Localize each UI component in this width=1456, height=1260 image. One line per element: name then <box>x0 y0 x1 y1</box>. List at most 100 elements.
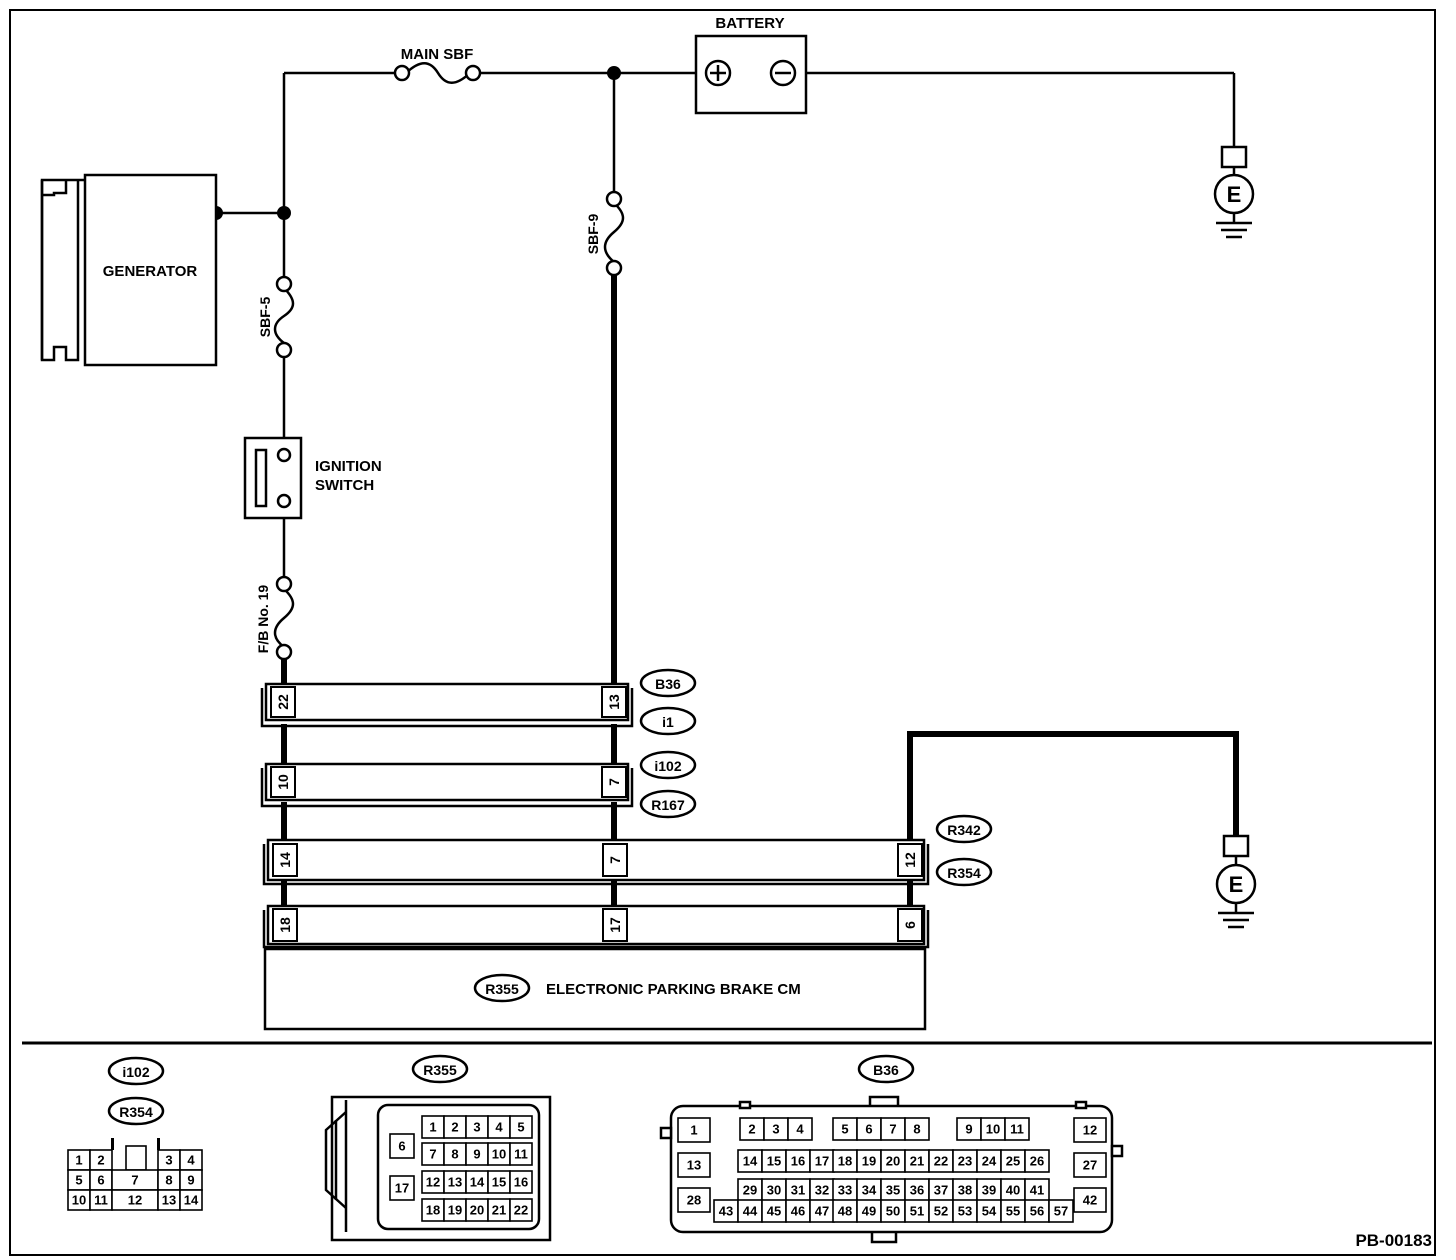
pin-cell <box>1073 1117 1107 1143</box>
pin-number: 21 <box>910 1154 924 1169</box>
pin-number: 39 <box>982 1183 996 1198</box>
pin-number: 34 <box>862 1183 877 1198</box>
pin-number: 28 <box>687 1193 701 1208</box>
pin-label: 13 <box>606 694 622 710</box>
epb-cm-label: ELECTRONIC PARKING BRAKE CM <box>546 981 801 998</box>
pin-label: 14 <box>277 852 293 868</box>
pin-number: 5 <box>75 1173 82 1188</box>
pin-number: 3 <box>165 1153 172 1168</box>
pin-number: 1 <box>690 1123 697 1138</box>
pin-label: 12 <box>902 852 918 868</box>
pin-cell <box>677 1187 711 1213</box>
pin-number: 48 <box>838 1204 852 1219</box>
pin-number: 6 <box>865 1122 872 1137</box>
electronic-parking-brake-cm <box>262 904 930 1031</box>
pin-number: 54 <box>982 1204 997 1219</box>
pin-number: 44 <box>743 1204 758 1219</box>
pin-number: 8 <box>451 1147 458 1162</box>
pin-number: 29 <box>743 1183 757 1198</box>
pin-number: 36 <box>910 1183 924 1198</box>
pin-label: 22 <box>275 694 291 710</box>
connector-id-r342: R342 <box>947 822 981 838</box>
pin-label: 6 <box>902 921 918 929</box>
ground-symbol-1 <box>1213 145 1255 239</box>
pin-number: 22 <box>514 1203 528 1218</box>
pin-number: 26 <box>1030 1154 1044 1169</box>
pin-number: 45 <box>767 1204 781 1219</box>
pin-number: 56 <box>1030 1204 1044 1219</box>
pin-number: 7 <box>889 1122 896 1137</box>
pin-label: 7 <box>607 856 623 864</box>
pin-number: 14 <box>743 1154 758 1169</box>
pin-number: 46 <box>791 1204 805 1219</box>
pin-number: 17 <box>815 1154 829 1169</box>
pin-number: 14 <box>470 1175 485 1190</box>
main-sbf-label: MAIN SBF <box>401 46 474 63</box>
pin-number: 12 <box>426 1175 440 1190</box>
fb19-fuse <box>273 575 295 661</box>
pin-number: 5 <box>841 1122 848 1137</box>
pin-number: 22 <box>934 1154 948 1169</box>
pin-number: 31 <box>791 1183 805 1198</box>
pin-cell <box>389 1133 415 1159</box>
pin-cell <box>787 1117 813 1141</box>
connector-b36-i1 <box>260 682 634 728</box>
pin-number: 33 <box>838 1183 852 1198</box>
pin-cell <box>677 1117 711 1143</box>
connector-id-b36: B36 <box>655 676 681 692</box>
pin-cell <box>509 1198 533 1222</box>
pin-cell <box>1048 1199 1074 1223</box>
pin-cell <box>677 1152 711 1178</box>
pin-number: 55 <box>1006 1204 1020 1219</box>
pin-cell <box>1073 1152 1107 1178</box>
pin-cell <box>179 1189 203 1211</box>
face-r355-title: R355 <box>423 1062 457 1078</box>
pin-number: 15 <box>492 1175 506 1190</box>
pin-number: 1 <box>429 1120 436 1135</box>
pin-number: 10 <box>72 1193 86 1208</box>
connector-id-r167: R167 <box>651 797 685 813</box>
pin-number: 13 <box>448 1175 462 1190</box>
pin-number: 7 <box>429 1147 436 1162</box>
pin-label: 7 <box>606 778 622 786</box>
pin-number: 30 <box>767 1183 781 1198</box>
main-sbf-fuse <box>393 62 482 84</box>
pin-number: 4 <box>187 1153 195 1168</box>
pin-number: 7 <box>131 1173 138 1188</box>
connector-id-ovals <box>473 668 993 1003</box>
sbf9-label: SBF-9 <box>585 214 601 255</box>
ground-symbol-2 <box>1215 834 1257 929</box>
thick-wires <box>281 270 1239 906</box>
pin-number: 41 <box>1030 1183 1044 1198</box>
fb19-label: F/B No. 19 <box>255 585 271 654</box>
pin-number: 57 <box>1054 1204 1068 1219</box>
pin-number: 11 <box>1010 1122 1024 1137</box>
connector-id-i1: i1 <box>662 714 674 730</box>
pin-number: 18 <box>426 1203 440 1218</box>
pin-number: 13 <box>687 1158 701 1173</box>
pin-number: 49 <box>862 1204 876 1219</box>
junction-dot <box>277 206 291 220</box>
pin-number: 50 <box>886 1204 900 1219</box>
pin-cell <box>509 1142 533 1166</box>
junction-dot <box>607 66 621 80</box>
pin-number: 18 <box>838 1154 852 1169</box>
pin-number: 20 <box>470 1203 484 1218</box>
face-b36-oval <box>857 1054 915 1084</box>
key-notch <box>111 1138 114 1150</box>
ignition-switch <box>243 436 303 520</box>
pin-number: 19 <box>448 1203 462 1218</box>
ignition-switch-label-1: IGNITION <box>315 458 382 475</box>
pin-cell <box>509 1115 533 1139</box>
housing-gap <box>125 1145 147 1171</box>
pin-number: 6 <box>398 1139 405 1154</box>
face-i102-ovals <box>107 1056 165 1126</box>
connector-id-r355: R355 <box>485 981 519 997</box>
pin-number: 19 <box>862 1154 876 1169</box>
pin-number: 9 <box>187 1173 194 1188</box>
pin-label: 18 <box>277 917 293 933</box>
face-i102-title: i102 <box>122 1064 149 1080</box>
pin-number: 23 <box>958 1154 972 1169</box>
